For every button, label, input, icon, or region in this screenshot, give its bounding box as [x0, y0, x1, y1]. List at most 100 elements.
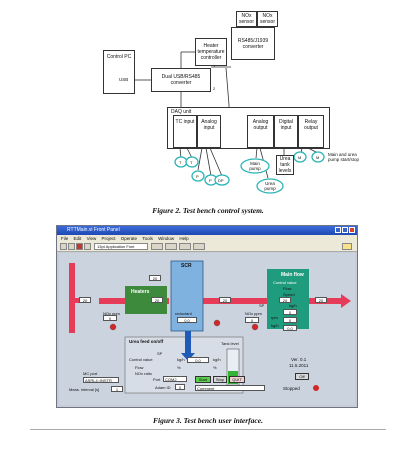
abort-icon[interactable] [76, 243, 83, 250]
meas-interval-field[interactable]: 1 [111, 386, 123, 392]
version-label: Ver. 0.1 [291, 357, 307, 362]
adam-id-label: Adam ID [155, 385, 171, 390]
figure-3-caption: Figure 3. Test bench user interface. [153, 416, 263, 425]
maximize-icon[interactable] [342, 227, 348, 233]
port-select[interactable]: COM2 [163, 376, 187, 382]
port-2-label: 2 [213, 86, 216, 91]
analog-input-label: Analog input [201, 119, 217, 131]
nox-sensor-1-box: NOx sensor [236, 11, 257, 27]
main-flow-temp-field[interactable]: 20 [279, 297, 291, 303]
reductant-field[interactable]: 0.0 [177, 317, 197, 323]
analog-input-box: Analog input [197, 115, 221, 148]
urea-kgh-label-2: kg/h [213, 357, 221, 362]
start-button[interactable]: Start [195, 376, 211, 383]
rs485-converter-box: RS485/J1939 converter [231, 27, 275, 60]
menu-view[interactable]: View [86, 236, 97, 241]
outlet-temp-field[interactable]: 20 [315, 297, 327, 303]
urea-flow-option[interactable]: Flow [135, 365, 144, 370]
main-flow-rpm-field[interactable]: 0 [283, 317, 297, 323]
urea-percent-label-2: % [213, 365, 217, 370]
heater-controller-box: Heater temperature controller [195, 38, 227, 66]
port-label: Port [153, 377, 161, 382]
date-label: 11.5.2011 [289, 363, 309, 368]
nox-ppm-label-left: NOx ppm [103, 311, 120, 316]
comment-field[interactable]: Comment [195, 385, 265, 391]
align-icon[interactable] [151, 243, 163, 250]
minimize-icon[interactable] [335, 227, 341, 233]
menu-file[interactable]: File [61, 236, 69, 241]
heaters-label: Heaters [131, 289, 150, 295]
main-flow-rate-label: kg/h [271, 323, 279, 328]
resize-icon[interactable] [179, 243, 191, 250]
status-indicator-icon [313, 385, 319, 391]
run-continuous-icon[interactable] [68, 243, 75, 250]
main-flow-kgh-label: kg/h [289, 303, 297, 308]
adam-id-field[interactable]: 0 [175, 384, 185, 390]
menu-project[interactable]: Project [101, 236, 116, 241]
menu-help[interactable]: Help [179, 236, 189, 241]
heater-temp-field[interactable]: 20 [149, 275, 161, 281]
reductant-label: reductant [175, 311, 192, 316]
main-flow-rpm-label: rpm [271, 315, 278, 320]
daq-unit-label: DAQ unit [171, 109, 192, 115]
off-button[interactable]: Off [295, 373, 309, 380]
urea-percent-label: % [177, 365, 181, 370]
menu-tools[interactable]: Tools [142, 236, 153, 241]
stop-button[interactable]: Stop [213, 376, 227, 383]
distribute-icon[interactable] [165, 243, 177, 250]
reorder-icon[interactable] [193, 243, 205, 250]
menu-operate[interactable]: Operate [120, 236, 138, 241]
urea-pump-oval [256, 178, 284, 194]
urea-feed-label: Urea feed on/off [129, 339, 164, 344]
vi-icon [342, 243, 352, 250]
temperature-sensor-2 [185, 156, 199, 168]
font-selector[interactable]: 13pt Application Font [94, 243, 148, 250]
nox-ppm-right-field[interactable]: 0 [245, 317, 259, 323]
sensor-letter-t1: T [179, 160, 182, 165]
sensor-letter-p1: P [196, 174, 199, 179]
scr-label: SCR [181, 263, 192, 269]
window-title: RTTMain.vi Front Panel [67, 227, 120, 233]
main-flow-rate-field[interactable]: 0.0 [283, 325, 297, 331]
nox-ppm-left-field[interactable]: 0 [103, 315, 117, 321]
status-label: Stopped [283, 386, 300, 391]
heater-out-temp-field[interactable]: 20 [151, 297, 163, 303]
menu-bar: File Edit View Project Operate Tools Win… [57, 235, 357, 242]
urea-kgh-label: kg/h [177, 357, 185, 362]
urea-control-value-label: Control value [129, 357, 153, 362]
flow-option-label[interactable]: Flow [283, 286, 292, 291]
figure-2-diagram: Control PC USB Dual USB/RS485 converter … [0, 0, 416, 205]
urea-flow-field[interactable]: 0.0 [187, 357, 209, 363]
run-arrow-icon[interactable] [60, 243, 67, 250]
close-icon[interactable] [349, 227, 355, 233]
heater-controller-label: Heater temperature controller [197, 43, 225, 61]
scr-out-temp-field[interactable]: 20 [219, 297, 231, 303]
rs485-converter-label: RS485/J1939 converter [237, 37, 269, 50]
connector-lines [135, 27, 325, 194]
page-divider [30, 429, 386, 430]
quit-button[interactable]: QUIT [229, 376, 245, 383]
mc-port-select[interactable]: ASRL4::INSTR [83, 377, 119, 383]
menu-window[interactable]: Window [158, 236, 175, 241]
tank-level-label: Tank level [221, 341, 239, 346]
menu-edit[interactable]: Edit [73, 236, 82, 241]
control-pc-label: Control PC [106, 54, 132, 60]
pause-icon[interactable] [84, 243, 91, 250]
sensor-letter-t2: T [190, 160, 193, 165]
font-selector-value: 13pt Application Font [97, 244, 135, 249]
window-titlebar: RTTMain.vi Front Panel [57, 226, 357, 235]
control-value-label: Control value [273, 280, 297, 285]
control-pc-box: Control PC [103, 50, 135, 94]
main-flow-sp-field[interactable]: 0 [283, 309, 297, 315]
pressure-sensor-1 [191, 170, 205, 182]
mc-port-label: MC port [83, 371, 98, 376]
nox-sensor-1-label: NOx sensor [238, 13, 254, 25]
main-pump-oval [240, 158, 270, 174]
speed-option-label[interactable]: Speed [283, 292, 295, 297]
digital-input-label: Digital input [279, 119, 293, 131]
urea-nox-ratio-option[interactable]: NOx ratio [135, 371, 152, 376]
inlet-temp-field[interactable]: 20 [79, 297, 91, 303]
analog-output-label: Analog output [252, 119, 269, 131]
tc-input-box: TC input [173, 115, 197, 148]
